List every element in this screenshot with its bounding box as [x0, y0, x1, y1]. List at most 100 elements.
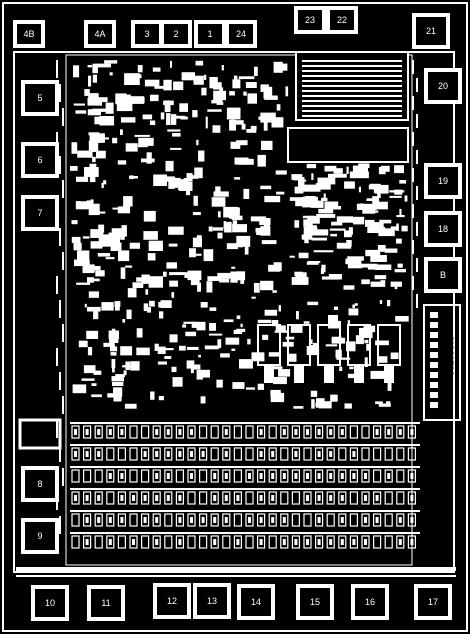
circuit-trace: [259, 451, 263, 457]
circuit-trace: [285, 86, 289, 97]
circuit-trace: [321, 197, 328, 202]
circuit-trace: [370, 255, 387, 262]
circuit-trace: [143, 517, 147, 523]
circuit-trace: [224, 517, 228, 523]
circuit-trace: [181, 72, 195, 81]
circuit-trace: [108, 473, 112, 479]
circuit-trace: [150, 94, 159, 102]
circuit-trace: [291, 491, 300, 505]
circuit-trace: [349, 171, 369, 179]
circuit-trace: [71, 491, 80, 505]
circuit-trace: [85, 429, 89, 435]
circuit-trace: [394, 165, 404, 174]
circuit-trace: [306, 429, 309, 435]
circuit-trace: [278, 369, 291, 377]
circuit-trace: [180, 116, 188, 120]
circuit-trace: [384, 447, 393, 461]
circuit-trace: [104, 60, 118, 64]
circuit-trace: [338, 535, 347, 549]
circuit-trace: [88, 140, 99, 152]
circuit-trace: [168, 226, 184, 235]
circuit-trace: [379, 219, 392, 224]
circuit-trace: [132, 282, 144, 288]
circuit-trace: [254, 66, 258, 76]
circuit-trace: [197, 282, 201, 292]
circuit-trace: [398, 539, 402, 545]
circuit-trace: [326, 469, 335, 483]
circuit-trace: [157, 346, 166, 354]
circuit-trace: [315, 535, 324, 549]
circuit-trace: [141, 425, 150, 439]
circuit-trace: [178, 451, 182, 457]
circuit-trace: [179, 345, 186, 351]
circuit-trace: [338, 447, 347, 461]
circuit-trace: [88, 203, 100, 216]
circuit-trace: [222, 535, 231, 549]
circuit-trace: [187, 535, 196, 549]
circuit-trace: [317, 539, 321, 545]
circuit-trace: [155, 495, 159, 501]
circuit-trace: [172, 377, 183, 387]
circuit-trace: [294, 429, 298, 435]
circuit-trace: [410, 517, 414, 523]
circuit-trace: [125, 143, 138, 152]
circuit-trace: [247, 93, 257, 104]
circuit-trace: [317, 429, 321, 435]
circuit-trace: [187, 447, 196, 461]
circuit-trace: [94, 535, 103, 549]
circuit-trace: [374, 275, 387, 280]
circuit-trace: [430, 392, 438, 398]
circuit-trace: [339, 366, 343, 371]
circuit-trace: [98, 234, 113, 243]
circuit-trace: [375, 401, 383, 405]
circuit-trace: [244, 244, 249, 255]
circuit-trace: [122, 319, 126, 323]
circuit-trace: [216, 101, 224, 105]
circuit-trace: [326, 425, 335, 439]
circuit-trace: [94, 447, 103, 461]
circuit-trace: [233, 513, 242, 527]
circuit-trace: [108, 330, 119, 339]
circuit-trace: [259, 218, 271, 225]
circuit-trace: [93, 311, 99, 320]
circuit-trace: [101, 182, 104, 189]
circuit-trace: [361, 491, 370, 505]
circuit-trace: [207, 276, 221, 281]
circuit-trace: [160, 348, 174, 351]
circuit-trace: [138, 137, 154, 146]
circuit-trace: [106, 469, 115, 483]
circuit-trace: [423, 304, 461, 421]
circuit-trace: [365, 249, 381, 257]
bond-pad-3: 3: [131, 20, 163, 48]
circuit-trace: [220, 353, 230, 358]
circuit-trace: [70, 466, 420, 468]
circuit-trace: [430, 312, 438, 318]
circuit-trace: [233, 447, 242, 461]
circuit-trace: [412, 168, 414, 182]
circuit-trace: [231, 110, 235, 120]
circuit-trace: [155, 539, 159, 545]
circuit-trace: [348, 227, 353, 235]
circuit-trace: [352, 473, 356, 479]
circuit-trace: [213, 539, 217, 545]
circuit-trace: [410, 429, 414, 435]
circuit-trace: [178, 495, 182, 501]
circuit-trace: [326, 491, 335, 505]
circuit-trace: [77, 150, 93, 158]
circuit-trace: [169, 334, 178, 343]
circuit-trace: [204, 74, 207, 80]
circuit-trace: [296, 311, 299, 320]
circuit-trace: [132, 539, 135, 545]
circuit-trace: [430, 352, 438, 358]
circuit-trace: [347, 320, 350, 327]
circuit-trace: [115, 93, 127, 105]
circuit-trace: [302, 100, 402, 102]
circuit-trace: [94, 513, 103, 527]
bond-pad-label: 20: [438, 81, 448, 91]
circuit-trace: [264, 365, 274, 383]
circuit-trace: [233, 535, 242, 549]
circuit-trace: [199, 469, 208, 483]
circuit-trace: [120, 429, 124, 435]
circuit-trace: [87, 347, 93, 356]
circuit-trace: [210, 469, 219, 483]
